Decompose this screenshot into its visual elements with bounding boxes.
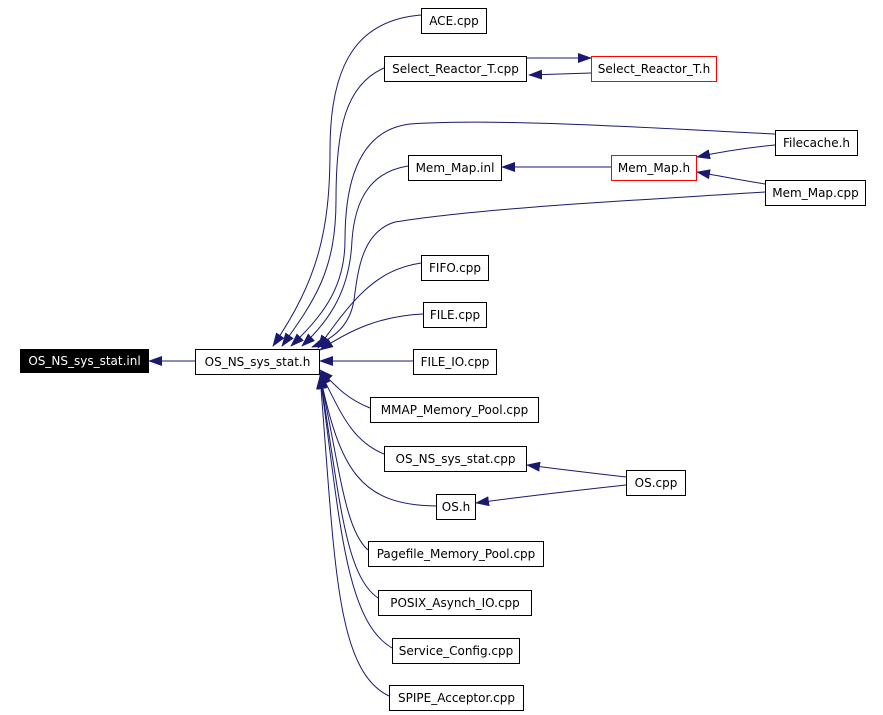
edge-mmap-memory-pool-cpp bbox=[319, 369, 371, 409]
edge-file-cpp bbox=[319, 313, 424, 351]
node-pagefile-memory-pool-cpp[interactable]: Pagefile_Memory_Pool.cpp bbox=[368, 541, 544, 567]
edge-spipe-acceptor-cpp bbox=[316, 375, 390, 697]
node-fifo-cpp[interactable]: FIFO.cpp bbox=[421, 255, 489, 281]
node-mem-map-cpp[interactable]: Mem_Map.cpp bbox=[765, 180, 866, 206]
node-select-reactor-t-cpp[interactable]: Select_Reactor_T.cpp bbox=[384, 56, 527, 82]
node-mem-map-inl[interactable]: Mem_Map.inl bbox=[408, 155, 502, 181]
node-mmap-memory-pool-cpp[interactable]: MMAP_Memory_Pool.cpp bbox=[370, 397, 539, 423]
node-mem-map-h[interactable]: Mem_Map.h bbox=[611, 155, 697, 181]
edge-os-cpp-to-os-ns-sys-stat-cpp bbox=[526, 461, 627, 478]
node-ace-cpp[interactable]: ACE.cpp bbox=[421, 8, 487, 34]
edge-pagefile-memory-pool-cpp bbox=[317, 375, 369, 551]
edge-mem-map-cpp bbox=[311, 191, 766, 348]
edge-service-config-cpp bbox=[316, 375, 393, 649]
node-os-ns-sys-stat-h[interactable]: OS_NS_sys_stat.h bbox=[195, 349, 320, 375]
edge-select-reactor-t-cpp bbox=[281, 67, 385, 347]
node-filecache-h[interactable]: Filecache.h bbox=[775, 130, 858, 156]
edge-os-cpp-to-os-h bbox=[475, 484, 627, 507]
node-service-config-cpp[interactable]: Service_Config.cpp bbox=[392, 638, 520, 664]
edge-mem-map-inl bbox=[301, 165, 409, 347]
edge-filecache-h bbox=[290, 121, 776, 347]
edge-posix-asynch-io-cpp bbox=[317, 375, 379, 599]
node-spipe-acceptor-cpp[interactable]: SPIPE_Acceptor.cpp bbox=[389, 685, 524, 711]
edge-os-h bbox=[317, 374, 437, 507]
node-posix-asynch-io-cpp[interactable]: POSIX_Asynch_IO.cpp bbox=[378, 590, 532, 616]
node-file-io-cpp[interactable]: FILE_IO.cpp bbox=[413, 349, 497, 375]
node-os-h[interactable]: OS.h bbox=[436, 494, 476, 520]
edge-filecache-h-to-mem-map-h bbox=[696, 144, 776, 160]
edge-ace-cpp bbox=[272, 14, 422, 347]
node-os-ns-sys-stat-cpp[interactable]: OS_NS_sys_stat.cpp bbox=[384, 446, 527, 472]
node-select-reactor-t-h[interactable]: Select_Reactor_T.h bbox=[591, 56, 717, 82]
node-file-cpp[interactable]: FILE.cpp bbox=[423, 302, 487, 328]
node-os-cpp[interactable]: OS.cpp bbox=[626, 470, 686, 496]
edge-select-reactor-t-h-to-cpp bbox=[528, 69, 592, 80]
edge-mem-map-cpp-to-mem-map-h bbox=[696, 169, 766, 185]
edge-fifo-cpp bbox=[317, 262, 422, 349]
node-os-ns-sys-stat-inl: OS_NS_sys_stat.inl bbox=[20, 349, 149, 373]
